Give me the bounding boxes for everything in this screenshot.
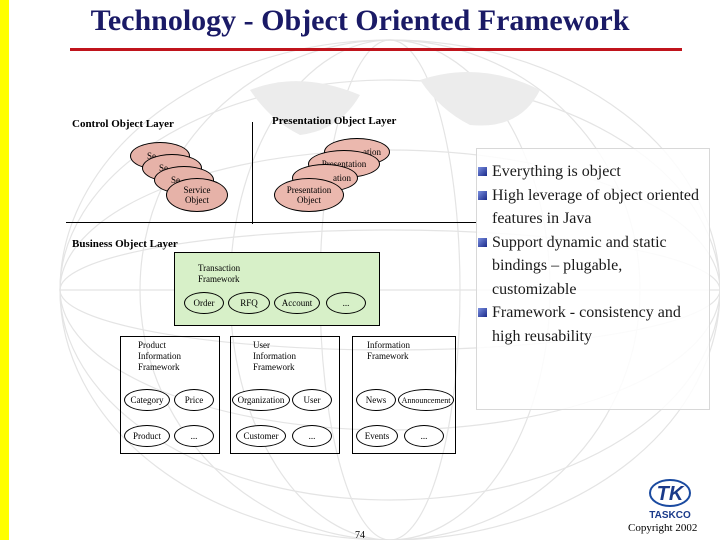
product-node: Product [124, 425, 170, 447]
bullet-square-icon [478, 237, 487, 247]
events-node: Events [356, 425, 398, 447]
bullet-item: Everything is object [478, 160, 706, 184]
product-framework-title: Product Information Framework [138, 340, 181, 372]
bullet-square-icon [478, 167, 487, 176]
service-object-ellipse: Service Object [166, 178, 228, 212]
bullet-panel [476, 148, 710, 410]
bullet-item: Support dynamic and static bindings – pl… [478, 231, 706, 302]
layer-divider-vertical [252, 122, 253, 224]
left-accent-bar [0, 0, 9, 540]
page-number: 74 [355, 530, 365, 541]
user-framework-title: User Information Framework [253, 340, 296, 372]
logo-mark-text: TK [657, 483, 685, 505]
user-framework-box [230, 336, 340, 454]
bullet-text: High leverage of object oriented feature… [492, 186, 700, 228]
information-framework-title: Information Framework [367, 340, 410, 361]
product-framework-box [120, 336, 220, 454]
bullet-item: High leverage of object oriented feature… [478, 184, 706, 231]
rfq-node: RFQ [228, 292, 270, 314]
account-node: Account [274, 292, 320, 314]
ellipsis-node: ... [326, 292, 366, 314]
ellipsis-node: ... [404, 425, 444, 447]
customer-node: Customer [236, 425, 286, 447]
ellipsis-node: ... [292, 425, 332, 447]
ellipsis-node: ... [174, 425, 214, 447]
layer-divider-horizontal [66, 222, 476, 223]
slide-title: Technology - Object Oriented Framework [90, 4, 630, 37]
bullet-list: Everything is object High leverage of ob… [478, 160, 706, 348]
category-node: Category [124, 389, 170, 411]
control-layer-label: Control Object Layer [72, 118, 174, 130]
presentation-object-ellipse: Presentation Object [274, 178, 344, 212]
logo-company-text: TASKCO [649, 510, 691, 521]
organization-node: Organization [232, 389, 290, 411]
order-node: Order [184, 292, 224, 314]
user-node: User [292, 389, 332, 411]
information-framework-box [352, 336, 456, 454]
announcement-node: Announcement [398, 389, 454, 411]
bullet-text: Framework - consistency and high reusabi… [492, 304, 681, 345]
bullet-text: Everything is object [492, 163, 621, 180]
presentation-layer-label: Presentation Object Layer [272, 115, 397, 127]
taskco-logo: TK TASKCO [649, 479, 691, 521]
title-underline [70, 48, 682, 51]
bullet-item: Framework - consistency and high reusabi… [478, 301, 706, 348]
price-node: Price [174, 389, 214, 411]
bullet-square-icon [478, 190, 487, 200]
bullet-text: Support dynamic and static bindings – pl… [492, 233, 667, 298]
bullet-square-icon [478, 308, 487, 317]
business-layer-label: Business Object Layer [72, 238, 178, 250]
news-node: News [356, 389, 396, 411]
transaction-framework-title: Transaction Framework [198, 263, 241, 284]
copyright-text: Copyright 2002 [628, 522, 698, 534]
